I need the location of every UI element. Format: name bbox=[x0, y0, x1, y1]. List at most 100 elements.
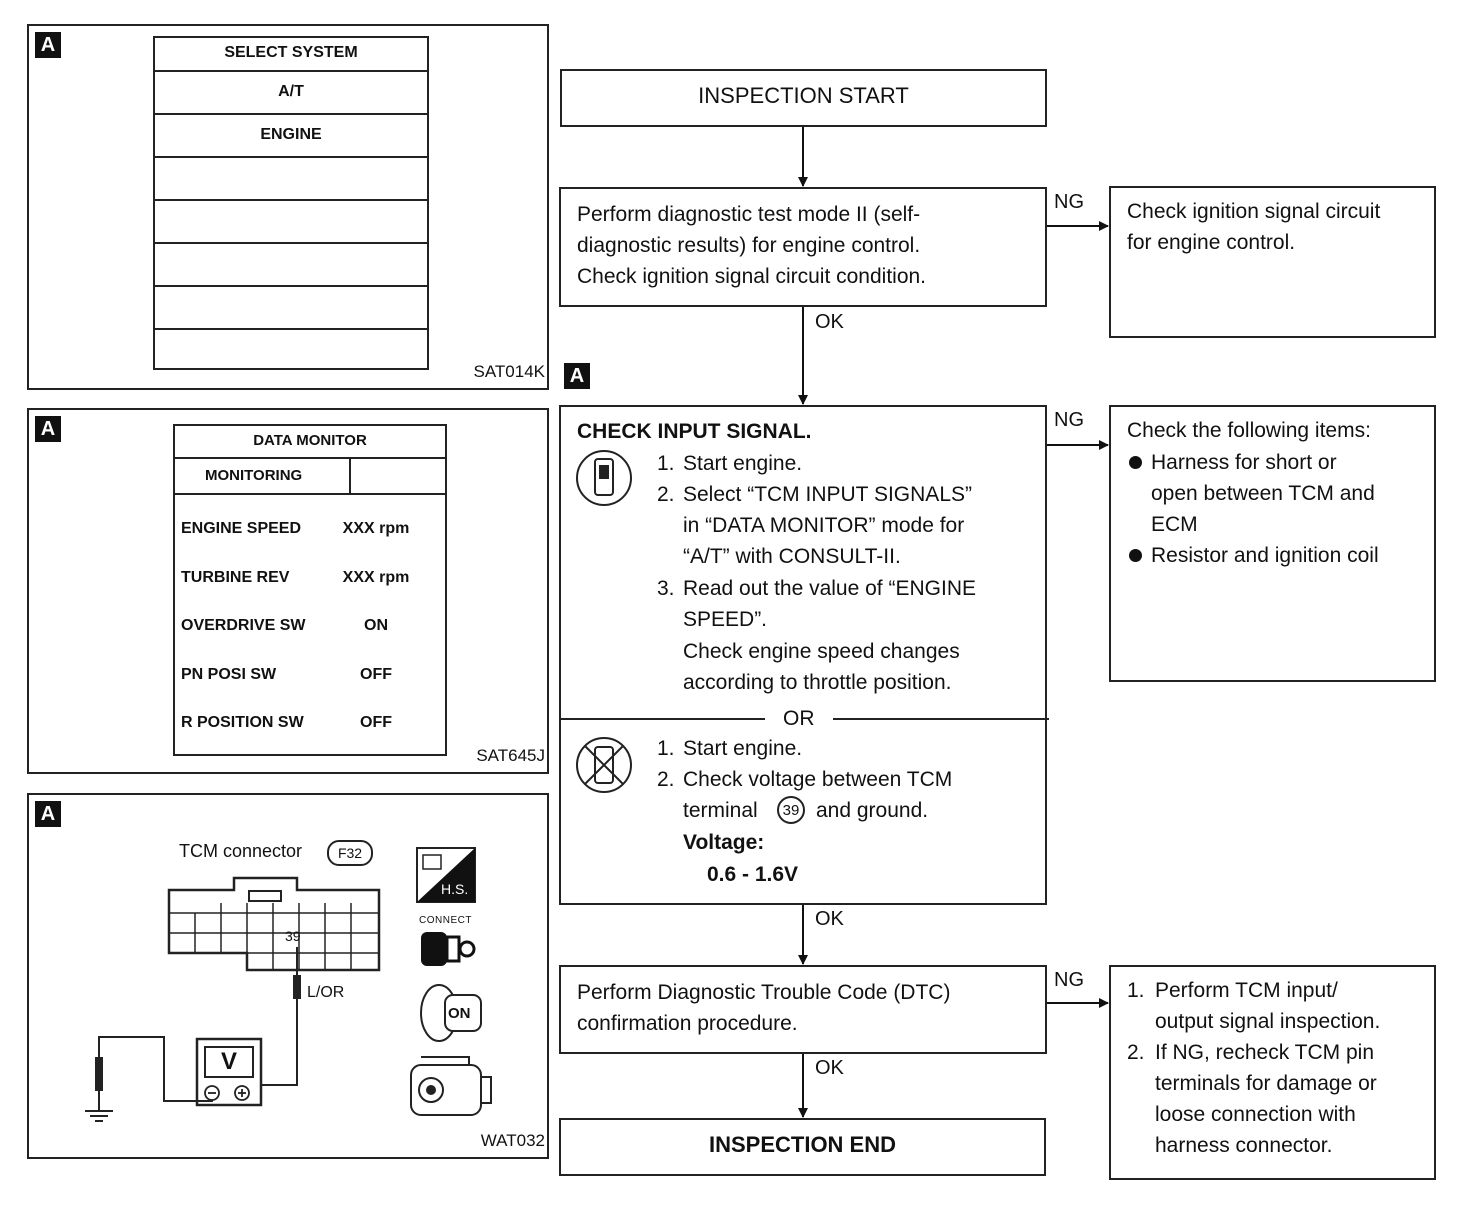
ng-label: NG bbox=[1054, 191, 1084, 213]
figure-code: SAT014K bbox=[473, 362, 545, 381]
ng-label: NG bbox=[1054, 969, 1084, 991]
ng-item-line: ECM bbox=[1151, 513, 1198, 536]
voltage-label: Voltage: bbox=[683, 831, 765, 854]
step2-ng-box: Check the following items: Harness for s… bbox=[1109, 405, 1436, 682]
step3-ng-box: 1. Perform TCM input/ output signal insp… bbox=[1109, 965, 1436, 1180]
dm-item-label: PN POSI SW bbox=[181, 666, 277, 683]
system-row-empty bbox=[155, 156, 427, 199]
dm-item-label: ENGINE SPEED bbox=[181, 520, 302, 537]
ok-label: OK bbox=[815, 1057, 844, 1079]
system-row-empty bbox=[155, 199, 427, 242]
ok-label: OK bbox=[815, 908, 844, 930]
inspection-end-label: INSPECTION END bbox=[708, 1132, 897, 1157]
step1-box: Perform diagnostic test mode II (self- d… bbox=[559, 187, 1047, 307]
step-num: 1. bbox=[657, 452, 675, 475]
tag-a: A bbox=[35, 416, 61, 442]
step-num: 2. bbox=[657, 768, 675, 791]
data-monitor-title: DATA MONITOR bbox=[253, 432, 367, 449]
step1-line: Perform diagnostic test mode II (self- bbox=[577, 203, 921, 226]
system-row-label: ENGINE bbox=[260, 126, 322, 143]
voltmeter-label: V bbox=[220, 1048, 237, 1075]
step-num: 2. bbox=[657, 483, 675, 506]
step-text: output signal inspection. bbox=[1155, 1010, 1381, 1033]
dm-item-label: OVERDRIVE SW bbox=[181, 617, 306, 634]
ng-label: NG bbox=[1054, 409, 1084, 431]
connector-id-badge: F32 bbox=[327, 840, 373, 866]
select-system-panel: A SELECT SYSTEM A/T ENGINE SAT014K bbox=[27, 24, 549, 390]
step1-line: Check ignition signal circuit condition. bbox=[577, 265, 927, 288]
dm-item-label: TURBINE REV bbox=[181, 569, 290, 586]
step-text: Check voltage between TCM bbox=[683, 768, 953, 791]
step-text: Check engine speed changes bbox=[683, 640, 960, 663]
step2-box: CHECK INPUT SIGNAL. 1. Start engine. 2. … bbox=[559, 405, 1049, 905]
step-text: according to throttle position. bbox=[683, 671, 952, 694]
figure-code: SAT645J bbox=[476, 746, 545, 765]
step3-line: confirmation procedure. bbox=[577, 1012, 798, 1035]
system-row-empty bbox=[155, 242, 427, 285]
dm-item-label: R POSITION SW bbox=[181, 714, 304, 731]
select-system-title: SELECT SYSTEM bbox=[224, 44, 358, 61]
step-num: 1. bbox=[657, 737, 675, 760]
step-num: 2. bbox=[1127, 1041, 1145, 1064]
terminal-text: terminal bbox=[683, 799, 758, 822]
figure-code: WAT032 bbox=[480, 1131, 545, 1150]
step-text: SPEED”. bbox=[683, 608, 768, 631]
connector-id: F32 bbox=[337, 845, 363, 861]
hs-label: H.S. bbox=[441, 881, 469, 897]
step1-line: diagnostic results) for engine control. bbox=[577, 234, 921, 257]
ng-item-line: Resistor and ignition coil bbox=[1151, 544, 1379, 567]
step-text: harness connector. bbox=[1155, 1134, 1333, 1157]
system-row-at[interactable]: A/T bbox=[155, 70, 427, 113]
select-system-screen: SELECT SYSTEM A/T ENGINE bbox=[153, 36, 429, 370]
step-num: 1. bbox=[1127, 979, 1145, 1002]
tag-a: A bbox=[564, 363, 590, 389]
step3-box: Perform Diagnostic Trouble Code (DTC) co… bbox=[559, 965, 1047, 1054]
connect-label: CONNECT bbox=[419, 915, 472, 926]
consult-icons bbox=[561, 450, 1049, 824]
system-row-empty bbox=[155, 328, 427, 368]
bullet-icon bbox=[1129, 549, 1142, 562]
connector-title: TCM connector bbox=[179, 841, 303, 861]
inspection-start-box: INSPECTION START bbox=[560, 69, 1047, 127]
ignition-on-label: ON bbox=[448, 1005, 471, 1022]
connector-panel: A TCM connector F32 bbox=[27, 793, 549, 1159]
step-text: Select “TCM INPUT SIGNALS” bbox=[683, 483, 972, 506]
ng-item-line: open between TCM and bbox=[1151, 482, 1375, 505]
dm-item-value: ON bbox=[364, 617, 388, 634]
inspection-start-label: INSPECTION START bbox=[698, 83, 909, 108]
step2-title: CHECK INPUT SIGNAL. bbox=[577, 420, 812, 443]
step-text: Perform TCM input/ bbox=[1155, 979, 1338, 1002]
dm-item-value: XXX rpm bbox=[342, 520, 410, 537]
step1-ng-box: Check ignition signal circuit for engine… bbox=[1109, 186, 1436, 338]
or-separator: OR bbox=[783, 707, 815, 730]
step3-line: Perform Diagnostic Trouble Code (DTC) bbox=[577, 981, 951, 1004]
step-text: Start engine. bbox=[683, 737, 803, 760]
step-text: in “DATA MONITOR” mode for bbox=[683, 514, 965, 537]
terminal-39-label: 39 bbox=[285, 928, 301, 944]
system-row-empty bbox=[155, 285, 427, 328]
step-text: Read out the value of “ENGINE bbox=[683, 577, 976, 600]
system-row-engine[interactable]: ENGINE bbox=[155, 113, 427, 156]
inspection-end-box: INSPECTION END bbox=[559, 1118, 1046, 1176]
connector-diagram bbox=[85, 847, 492, 1122]
step-text: “A/T” with CONSULT-II. bbox=[683, 545, 901, 568]
step-text: If NG, recheck TCM pin bbox=[1155, 1041, 1375, 1064]
data-monitor-screen: DATA MONITOR MONITORING ENGINE SPEED XXX… bbox=[173, 424, 447, 756]
bullet-icon bbox=[1129, 456, 1142, 469]
dm-item-value: OFF bbox=[360, 714, 392, 731]
terminal-number: 39 bbox=[782, 802, 800, 819]
ng-items-title: Check the following items: bbox=[1127, 419, 1371, 442]
data-monitor-panel: A DATA MONITOR MONITORING ENGINE SPEED X… bbox=[27, 408, 549, 774]
ng-item-line: Harness for short or bbox=[1151, 451, 1337, 474]
wire-color-label: L/OR bbox=[307, 984, 345, 1001]
dm-item-value: OFF bbox=[360, 666, 392, 683]
tag-a: A bbox=[35, 32, 61, 58]
tag-a: A bbox=[35, 801, 61, 827]
step-text: loose connection with bbox=[1155, 1103, 1356, 1126]
step-text: Start engine. bbox=[683, 452, 803, 475]
terminal-text: and ground. bbox=[816, 799, 929, 822]
ok-label: OK bbox=[815, 311, 844, 333]
step-num: 3. bbox=[657, 577, 675, 600]
monitoring-label: MONITORING bbox=[205, 467, 303, 484]
